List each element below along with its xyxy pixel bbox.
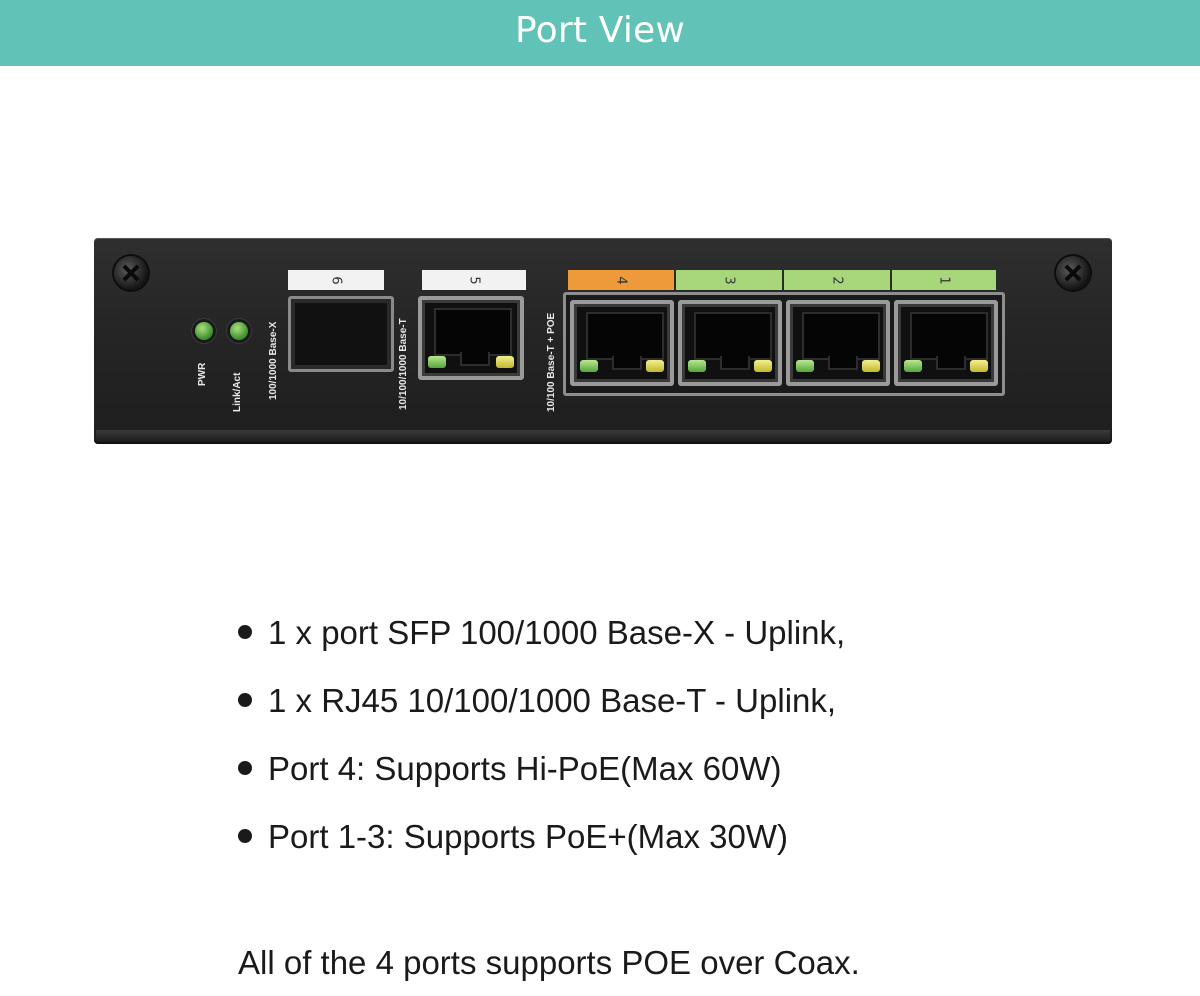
poe-port-3-tag: 3 xyxy=(676,270,782,290)
page-title: Port View xyxy=(514,9,686,51)
rj45-port-4[interactable] xyxy=(570,300,674,386)
feature-list: 1 x port SFP 100/1000 Base-X - Uplink, 1… xyxy=(238,608,845,880)
sfp-port-number-tag: 6 xyxy=(288,270,384,290)
pwr-led xyxy=(195,322,213,340)
port-led-green xyxy=(796,360,814,372)
rj45-port-2[interactable] xyxy=(786,300,890,386)
link-act-led-label: Link/Act xyxy=(232,372,243,412)
rj45-port-1[interactable] xyxy=(894,300,998,386)
rj45-jack xyxy=(434,308,512,366)
sfp-port-number: 6 xyxy=(328,275,344,285)
bullet-icon xyxy=(238,625,252,640)
link-act-led xyxy=(230,322,248,340)
port-led-yellow xyxy=(496,356,514,368)
left-screw-icon xyxy=(114,256,148,290)
poe-port-4-tag: 4 xyxy=(568,270,674,290)
poe-port-1-number: 1 xyxy=(936,275,952,285)
pwr-led-label: PWR xyxy=(197,362,208,386)
list-item: Port 4: Supports Hi-PoE(Max 60W) xyxy=(238,744,845,812)
header-banner: Port View xyxy=(0,0,1200,66)
port-led-green xyxy=(580,360,598,372)
poe-port-4-number: 4 xyxy=(613,275,629,285)
list-item: Port 1-3: Supports PoE+(Max 30W) xyxy=(238,812,845,880)
poe-port-1-tag: 1 xyxy=(892,270,996,290)
bullet-icon xyxy=(238,761,252,776)
rj45-port-5[interactable] xyxy=(418,296,524,380)
uplink-port-label: 10/100/1000 Base-T xyxy=(398,318,409,410)
sfp-port-label: 100/1000 Base-X xyxy=(268,321,279,400)
right-screw-icon xyxy=(1056,256,1090,290)
port-led-green xyxy=(688,360,706,372)
port-led-yellow xyxy=(862,360,880,372)
rj45-jack xyxy=(910,312,988,370)
port-led-green xyxy=(428,356,446,368)
uplink-port-number: 5 xyxy=(466,275,482,285)
sfp-port-6[interactable] xyxy=(288,296,394,372)
list-item: 1 x port SFP 100/1000 Base-X - Uplink, xyxy=(238,608,845,676)
poe-port-2-number: 2 xyxy=(829,275,845,285)
switch-panel-base xyxy=(96,430,1110,442)
rj45-port-3[interactable] xyxy=(678,300,782,386)
port-led-yellow xyxy=(754,360,772,372)
list-item: 1 x RJ45 10/100/1000 Base-T - Uplink, xyxy=(238,676,845,744)
rj45-jack xyxy=(802,312,880,370)
rj45-jack xyxy=(586,312,664,370)
port-led-yellow xyxy=(646,360,664,372)
uplink-port-number-tag: 5 xyxy=(422,270,526,290)
bullet-icon xyxy=(238,829,252,844)
poe-coax-note: All of the 4 ports supports POE over Coa… xyxy=(238,944,860,981)
poe-port-2-tag: 2 xyxy=(784,270,890,290)
port-led-yellow xyxy=(970,360,988,372)
rj45-jack xyxy=(694,312,772,370)
poe-port-3-number: 3 xyxy=(721,275,737,285)
poe-group-label: 10/100 Base-T + POE xyxy=(546,312,557,412)
bullet-icon xyxy=(238,693,252,708)
port-led-green xyxy=(904,360,922,372)
